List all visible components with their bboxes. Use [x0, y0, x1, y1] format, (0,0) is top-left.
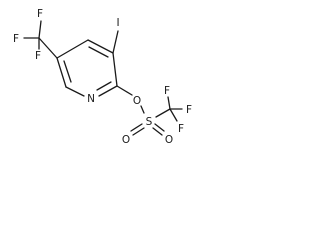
bond-c2-o	[116, 85, 133, 96]
atom-label-f-top: F	[37, 8, 43, 20]
atom-label-f-cf3-top: F	[164, 85, 170, 97]
bond-s-cf3	[155, 108, 171, 118]
bond-c6-c5-inner	[63, 60, 72, 83]
bond-cf3-f-up	[167, 96, 171, 110]
atom-label-oxygen-ester: O	[133, 95, 141, 107]
atom-label-nitrogen: N	[87, 93, 95, 105]
bond-c4-c3	[87, 39, 114, 54]
bond-s-o-left-b	[132, 127, 145, 136]
atom-label-iodine: I	[116, 17, 119, 29]
atom-label-f-bottom: F	[35, 50, 41, 62]
atom-label-oxygen-left: O	[122, 134, 130, 146]
bond-c4-c3-inner	[88, 46, 109, 58]
bond-c5-cf3	[38, 37, 58, 59]
bond-cf3-f-top	[38, 20, 42, 39]
bond-o-s	[140, 105, 145, 114]
bond-cf3-f-down	[169, 108, 178, 122]
bond-c2-n-inner	[96, 81, 112, 91]
atom-label-f-cf3-right: F	[186, 104, 192, 116]
atom-label-f-cf3-bottom: F	[178, 123, 184, 135]
bond-c6-c5	[56, 57, 67, 88]
bond-n-c6	[65, 86, 85, 97]
atom-label-oxygen-right: O	[165, 134, 173, 146]
bond-c2-n	[98, 85, 118, 97]
atom-labels: F F F I N O S O O F F F	[13, 8, 192, 146]
bond-s-o-right-b	[152, 127, 163, 136]
bond-s-o-left-a	[130, 123, 143, 132]
bonds	[23, 20, 183, 136]
bond-c3-i	[112, 30, 119, 54]
bond-s-o-right-a	[154, 123, 165, 132]
chemical-structure-drawing: F F F I N O S O O F F F	[13, 8, 192, 146]
bond-c3-c2	[112, 52, 118, 87]
bond-c5-c4	[56, 39, 89, 59]
atom-label-sulfur: S	[146, 116, 153, 128]
atom-label-f-left: F	[13, 33, 19, 45]
